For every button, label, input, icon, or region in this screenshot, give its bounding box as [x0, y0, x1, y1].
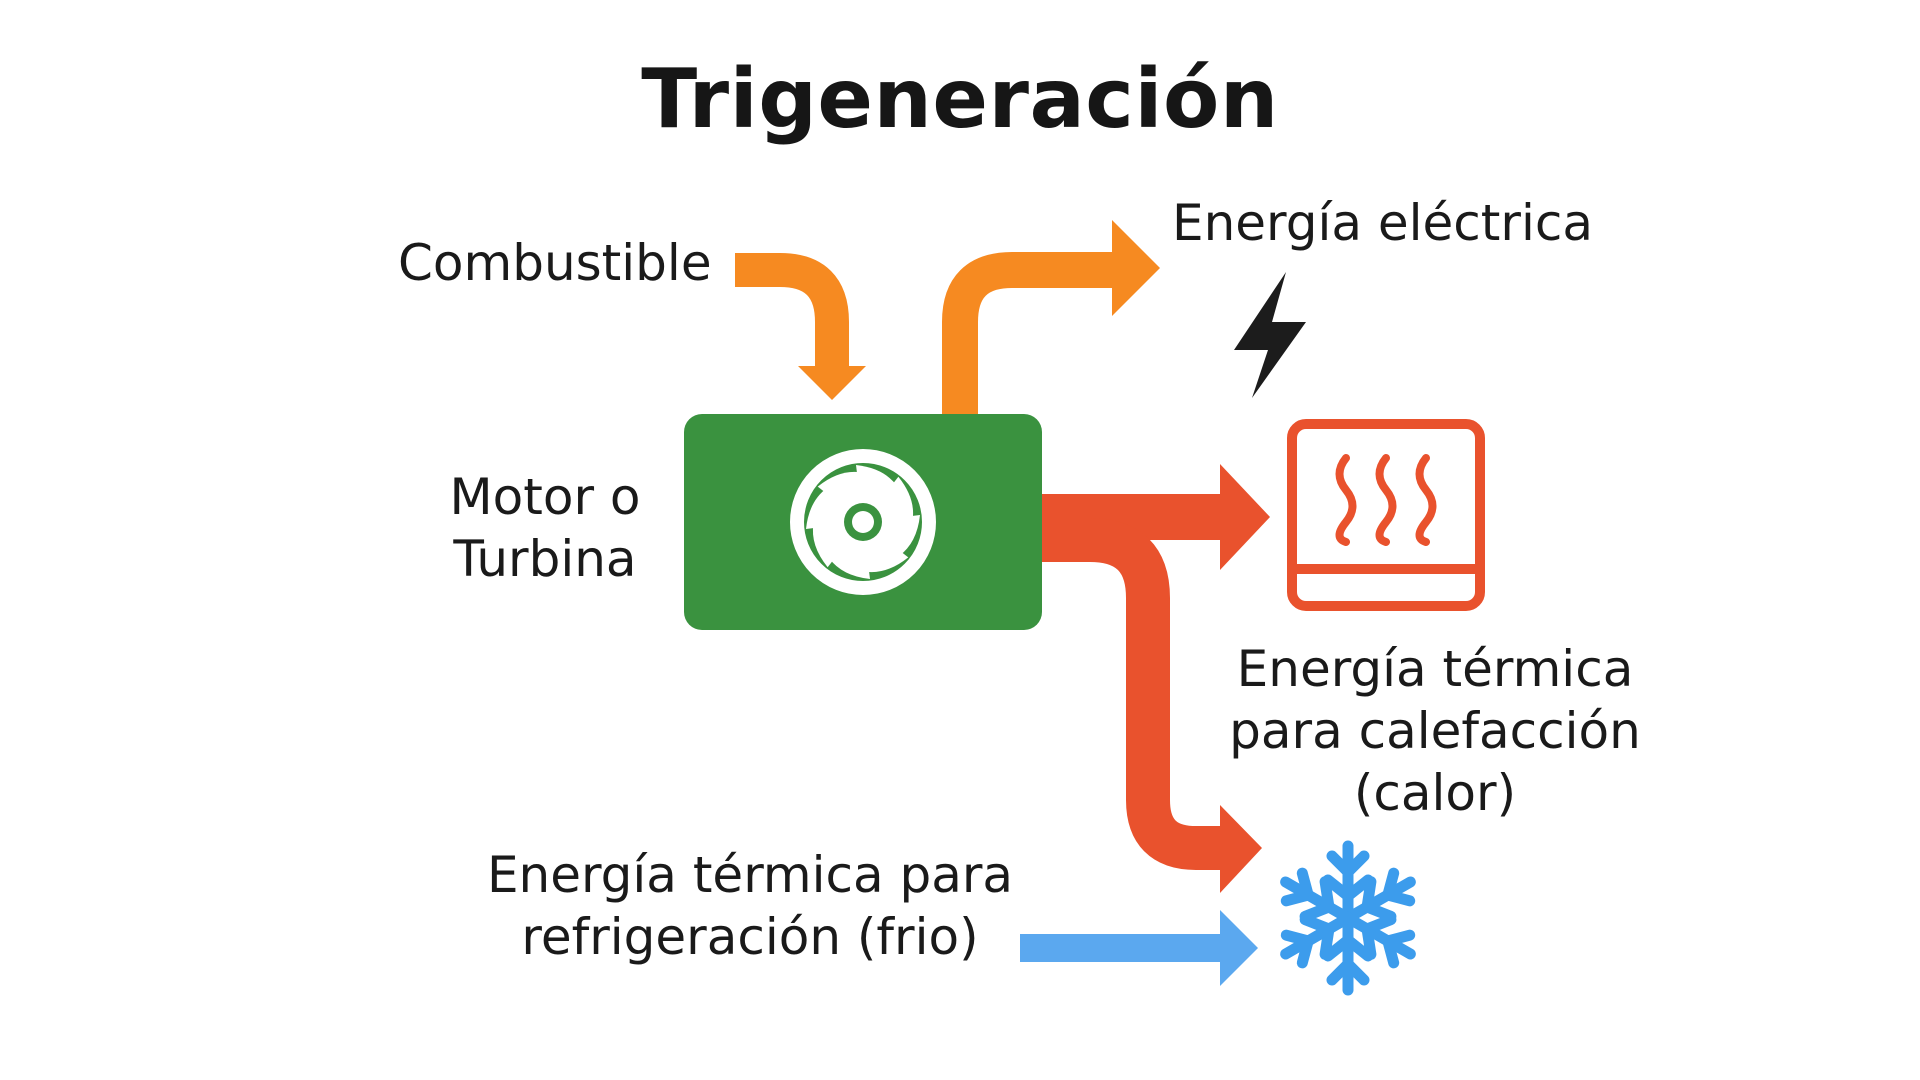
- motor-turbine-label: Motor o Turbina: [420, 466, 670, 590]
- heat-label-line-2: para calefacción: [1229, 702, 1641, 760]
- heat-label-line-1: Energía térmica: [1236, 640, 1634, 698]
- fuel-label: Combustible: [398, 234, 712, 292]
- electric-arrow: [942, 220, 1160, 420]
- cold-arrow: [1020, 910, 1258, 986]
- cooling-energy-label: Energía térmica para refrigeración (frio…: [470, 844, 1030, 968]
- absorption-cooling-arrow: [1040, 518, 1262, 893]
- electric-energy-label: Energía eléctrica: [1172, 194, 1593, 252]
- fuel-arrow: [735, 253, 866, 400]
- heating-energy-label: Energía térmica para calefacción (calor): [1210, 638, 1660, 824]
- snowflake-icon: [1280, 840, 1416, 996]
- lightning-bolt-icon: [1234, 272, 1306, 398]
- diagram-title: Trigeneración: [641, 52, 1279, 147]
- motor-label-line-2: Turbina: [453, 530, 637, 588]
- fan-icon: [790, 449, 936, 595]
- heat-label-line-3: (calor): [1353, 764, 1517, 822]
- cold-label-line-2: refrigeración (frio): [521, 908, 979, 966]
- motor-label-line-1: Motor o: [449, 468, 641, 526]
- heater-icon: [1287, 419, 1485, 611]
- cold-label-line-1: Energía térmica para: [486, 846, 1014, 904]
